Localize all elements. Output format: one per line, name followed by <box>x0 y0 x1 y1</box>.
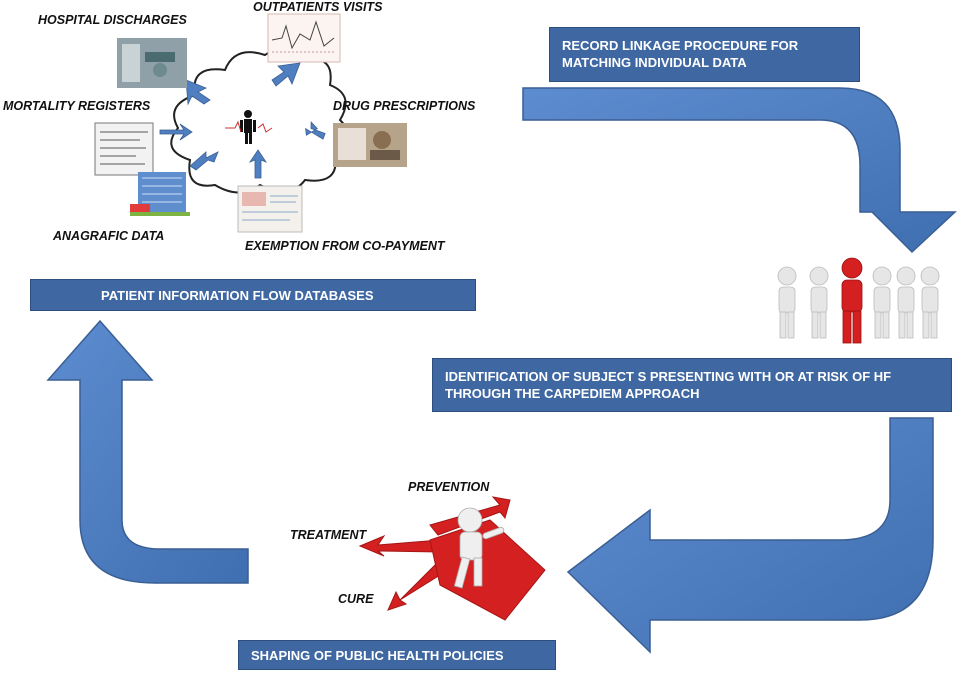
exemption-card-icon <box>237 185 303 233</box>
drug-prescriptions-photo <box>333 123 407 167</box>
outpatients-visits-chart <box>267 13 341 63</box>
label-exemption: EXEMPTION FROM CO-PAYMENT <box>245 239 445 253</box>
flow-arrow-bottom-left <box>566 417 934 654</box>
identification-box: IDENTIFICATION OF SUBJECT S PRESENTING W… <box>432 358 952 412</box>
mortality-registers-doc <box>94 122 154 176</box>
shaping-text: SHAPING OF PUBLIC HEALTH POLICIES <box>251 648 504 663</box>
label-treatment: TREATMENT <box>290 528 367 542</box>
label-prevention: PREVENTION <box>408 480 490 494</box>
people-group-icon <box>777 257 940 344</box>
building-icon <box>130 172 190 216</box>
record-linkage-line-2: MATCHING INDIVIDUAL DATA <box>562 55 747 70</box>
label-hospital-discharges: HOSPITAL DISCHARGES <box>38 13 187 27</box>
identification-line-1: IDENTIFICATION OF SUBJECT S PRESENTING W… <box>445 369 892 384</box>
inward-arrows <box>159 62 326 179</box>
shaping-box: SHAPING OF PUBLIC HEALTH POLICIES <box>238 640 556 670</box>
patient-flow-box: PATIENT INFORMATION FLOW DATABASES <box>30 279 476 311</box>
label-mortality-registers: MORTALITY REGISTERS <box>3 99 151 113</box>
flow-arrow-left-up <box>46 319 249 584</box>
record-linkage-line-1: RECORD LINKAGE PROCEDURE FOR <box>562 38 799 53</box>
label-drug-prescriptions: DRUG PRESCRIPTIONS <box>333 99 476 113</box>
outcome-arrows <box>358 496 546 621</box>
patient-icon <box>225 110 273 144</box>
flow-arrow-right-down <box>522 87 957 254</box>
patient-flow-text: PATIENT INFORMATION FLOW DATABASES <box>101 288 374 303</box>
label-anagrafic-data: ANAGRAFIC DATA <box>53 229 165 243</box>
label-outpatients-visits: OUTPATIENTS VISITS <box>253 0 383 14</box>
label-cure: CURE <box>338 592 374 606</box>
hospital-discharges-photo <box>117 38 187 88</box>
identification-line-2: THROUGH THE CARPEDIEM APPROACH <box>445 386 700 401</box>
record-linkage-box: RECORD LINKAGE PROCEDURE FOR MATCHING IN… <box>549 27 860 82</box>
decision-person-icon <box>453 507 505 589</box>
